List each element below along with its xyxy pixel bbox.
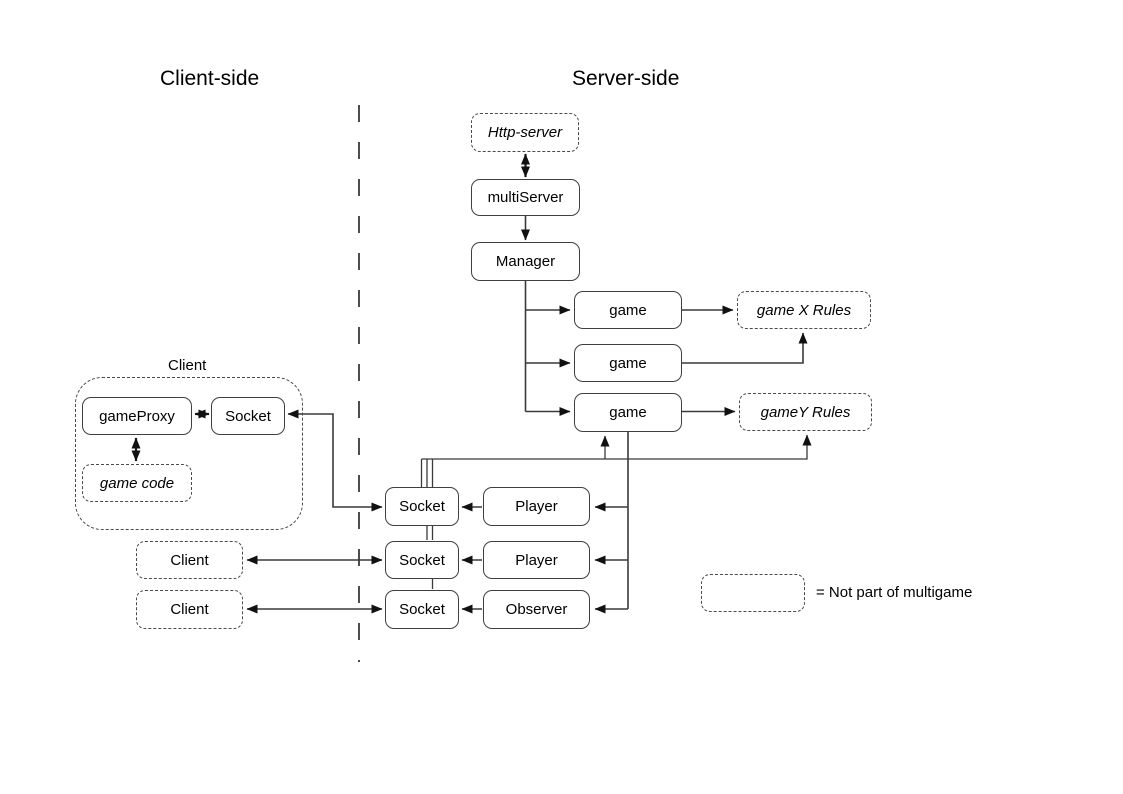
manager-node: Manager <box>471 242 580 281</box>
player1-node: Player <box>483 487 590 526</box>
server-side-heading: Server-side <box>572 67 680 90</box>
http-server-node: Http-server <box>471 113 579 152</box>
connector-game2-gamexrules <box>682 332 808 364</box>
socket1-node: Socket <box>385 487 459 526</box>
multiserver-node: multiServer <box>471 179 580 216</box>
game-x-rules-node: game X Rules <box>737 291 871 329</box>
socket2-node: Socket <box>385 541 459 579</box>
game-code-node: game code <box>82 464 192 502</box>
legend-sample-box <box>701 574 805 612</box>
connector-bus-gameyrules <box>421 434 812 460</box>
client-row3-node: Client <box>136 590 243 629</box>
observer-node: Observer <box>483 590 590 629</box>
game2-node: game <box>574 344 682 382</box>
legend-text: = Not part of multigame <box>816 584 973 601</box>
game3-node: game <box>574 393 682 432</box>
client-side-heading: Client-side <box>160 67 260 90</box>
client-row2-node: Client <box>136 541 243 579</box>
client-container-label: Client <box>168 357 207 374</box>
player2-node: Player <box>483 541 590 579</box>
game-y-rules-node: gameY Rules <box>739 393 872 431</box>
game1-node: game <box>574 291 682 329</box>
gameproxy-node: gameProxy <box>82 397 192 435</box>
client-socket-node: Socket <box>211 397 285 435</box>
socket3-node: Socket <box>385 590 459 629</box>
connector-clientsocket-socket1 <box>287 409 383 512</box>
